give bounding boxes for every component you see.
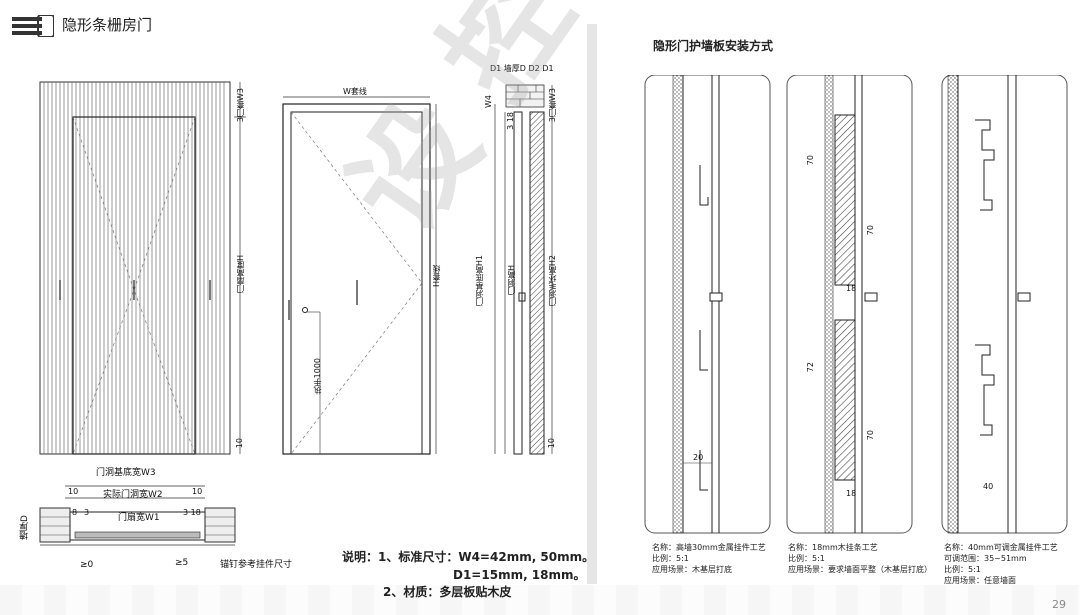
slatted-door-elevation <box>39 81 246 455</box>
panel-3-caption: 名称：40mm可调金属挂件工艺 可调范围：35~51mm 比例：5:1 应用场景… <box>944 543 1058 585</box>
dim-label: 18 <box>846 284 857 293</box>
install-panel-1 <box>644 75 771 534</box>
dim-label: ≥5 <box>175 558 189 568</box>
dim-label: 门洞毛坯高H2 <box>548 255 557 307</box>
panel-1-caption: 名称：高墙30mm金属挂件工艺 比例：5:1 应用场景：木基层打底 <box>652 543 766 574</box>
section-title: 隐形门护墙板安装方式 <box>653 39 774 53</box>
dim-label: 门洞基底宽W3 <box>96 468 156 478</box>
notes-line-3: 2、材质：多层板贴木皮 <box>383 585 512 599</box>
door-drawings <box>39 81 553 546</box>
dim-label: 3 18 <box>183 508 201 517</box>
dim-label: H套线 <box>432 265 441 288</box>
dim-label: 门洞基底高H1 <box>475 255 484 307</box>
panel-2-caption: 名称：18mm木挂条工艺 比例：5:1 应用场景：要求墙面平整（木基层打底） <box>788 543 932 574</box>
install-panel-3 <box>941 75 1068 534</box>
dim-label: W套线 <box>343 87 367 96</box>
dim-label: 8 <box>72 508 78 517</box>
page-number: 29 <box>1052 598 1066 611</box>
dim-label: 3门套W3 <box>236 88 245 123</box>
dim-label: 门洞高H <box>507 265 516 296</box>
dim-label: 10 <box>192 487 203 496</box>
door-plan-section <box>39 485 236 546</box>
dim-label: 70 <box>866 430 875 441</box>
dim-label: 执手1000 <box>313 358 322 395</box>
dim-label: 门扇宽W1 <box>118 513 160 523</box>
dim-label: 墙厚D <box>20 515 30 540</box>
dim-label: 40 <box>983 482 994 491</box>
dim-label: D1 墙厚D D2 D1 <box>490 64 554 73</box>
dim-label: ≥0 <box>80 560 94 570</box>
dim-label: 72 <box>806 362 815 373</box>
dim-label: 20 <box>693 453 704 462</box>
dim-label: 门扇高度H <box>236 255 245 294</box>
install-panel-2 <box>786 75 913 534</box>
dim-label: 10 <box>235 438 244 449</box>
page-title: 隐形条栅房门 <box>62 16 153 34</box>
dim-label: 70 <box>806 155 815 166</box>
door-frame-elevation <box>282 96 437 455</box>
door-section <box>494 84 553 455</box>
notes-line-1: 说明：1、标准尺寸：W4=42mm, 50mm。 <box>342 550 595 564</box>
dim-label: 70 <box>866 225 875 236</box>
dim-label: 锚钉参考挂件尺寸 <box>220 560 293 570</box>
dim-label: 18 <box>846 489 857 498</box>
center-divider <box>587 24 597 584</box>
footer-pattern <box>0 585 1080 615</box>
dim-label: 实际门洞宽W2 <box>103 490 163 500</box>
dim-label: 10 <box>68 487 79 496</box>
dim-label: 10 <box>547 438 556 449</box>
notes-line-2: D1=15mm, 18mm。 <box>453 568 586 582</box>
install-panels <box>644 75 1068 534</box>
dim-label: 3 <box>84 508 90 517</box>
